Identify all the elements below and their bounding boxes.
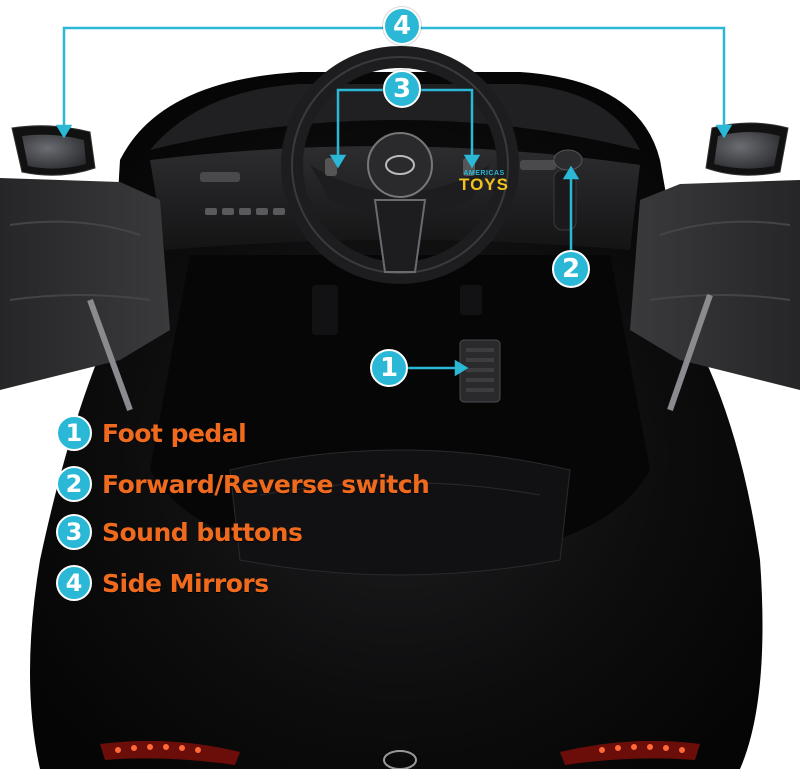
legend-number: 2 [56,466,92,502]
brand-logo: AMERICAS TOYS [454,170,514,193]
legend-label: Forward/Reverse switch [102,469,430,499]
sound-button-left [325,158,337,176]
steering-hub [367,132,433,198]
dash-vent [200,172,240,182]
marker-forward-reverse-switch: 2 [552,250,590,288]
right-door-strut [667,294,713,411]
legend-number: 1 [56,415,92,451]
legend-number: 4 [56,565,92,601]
legend-label: Sound buttons [102,517,303,547]
seat [229,449,571,576]
left-door-strut [87,298,133,412]
legend-item-sound-buttons: 3 Sound buttons [56,512,303,552]
legend-label: Side Mirrors [102,568,269,598]
legend-item-foot-pedal: 1 Foot pedal [56,413,247,453]
dash-buttons [205,208,285,215]
legend-label: Foot pedal [102,418,247,448]
legend-number: 3 [56,514,92,550]
right-door [630,180,800,390]
legend-item-forward-reverse-switch: 2 Forward/Reverse switch [56,464,430,504]
marker-sound-buttons: 3 [383,70,421,108]
brand-logo-main: TOYS [459,175,509,194]
windshield-frame [150,84,640,150]
brand-logo-top: AMERICAS [463,170,505,177]
gear-knob [553,149,583,171]
marker-side-mirrors: 4 [383,7,421,45]
dash-vent [520,160,556,170]
hood-logo [383,750,417,769]
marker-foot-pedal: 1 [370,349,408,387]
legend-item-side-mirrors: 4 Side Mirrors [56,563,269,603]
